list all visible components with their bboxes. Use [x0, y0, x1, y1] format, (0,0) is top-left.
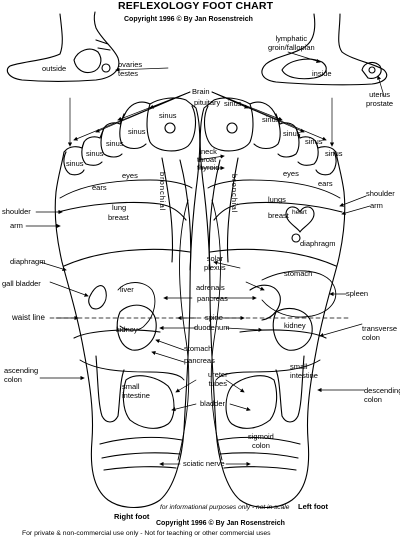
scale-note: for informational purposes only - not in… [160, 504, 290, 511]
label-shoulder-right: shoulder [2, 207, 31, 216]
label-uterus-prostate: uterus prostate [366, 90, 394, 108]
label-sinus-l1: sinus [224, 99, 242, 108]
label-ovaries-testes: ovaries testes [118, 60, 143, 78]
label-sinus-r2: sinus [128, 127, 146, 136]
label-transverse-colon: transverse colon [362, 324, 398, 342]
label-sinus-r5: sinus [66, 159, 84, 168]
copyright-bottom: Copyright 1996 © By Jan Rosenstreich [156, 520, 285, 527]
label-lungs: lungs [268, 195, 286, 204]
label-ears-left: ears [318, 179, 333, 188]
label-stomach-left: stomach [284, 269, 313, 278]
label-diaphragm-left: diaphragm [300, 239, 336, 248]
label-bronchial-left: bronchial [230, 174, 239, 214]
label-liver: liver [120, 285, 134, 294]
label-throat: throat [197, 155, 217, 164]
label-spleen: spleen [346, 289, 369, 298]
label-waist-line: waist line [12, 313, 45, 322]
label-kidney-left: kidney [284, 321, 306, 330]
copyright-top: Copyright 1996 © By Jan Rosenstreich [124, 16, 253, 23]
label-sinus-l4: sinus [305, 137, 323, 146]
label-small-intestine-right: small intestine [122, 382, 150, 400]
label-kidney-right: kidney [116, 325, 138, 334]
label-breast-left: breast [268, 211, 289, 220]
label-neck: neck [201, 147, 217, 156]
label-pituitary: pituitary [194, 98, 221, 107]
label-eyes-right: eyes [122, 171, 138, 180]
left-foot-caption: Left foot [298, 502, 328, 511]
right-foot-caption: Right foot [114, 512, 150, 521]
label-arm-left: arm [370, 201, 383, 210]
label-spine: spine [205, 313, 223, 322]
label-sinus-r3: sinus [106, 139, 124, 148]
label-bladder: bladder [200, 399, 226, 408]
label-diaphragm-right: diaphragm [10, 257, 46, 266]
label-adrenals: adrenals [196, 283, 225, 292]
label-thyroid: thyroid [197, 163, 220, 172]
right-foot-sole [54, 97, 201, 509]
label-sigmoid-colon: sigmoid colon [248, 432, 274, 450]
label-bronchial-right: bronchial [158, 172, 167, 212]
label-eyes-left: eyes [283, 169, 299, 178]
label-shoulder-left: shoulder [366, 189, 395, 198]
label-outside: outside [42, 64, 67, 73]
label-descending-colon: descending colon [364, 386, 400, 404]
side-view-inside [261, 13, 388, 86]
label-solar-plexus: solar plexus [204, 254, 226, 272]
label-ears-right: ears [92, 183, 107, 192]
chart-title: REFLEXOLOGY FOOT CHART [118, 0, 274, 12]
label-gall-bladder: gall bladder [2, 279, 41, 288]
label-duodenum: duodenum [194, 323, 230, 332]
label-brain: Brain [192, 87, 210, 96]
label-lymphatic: lymphatic groin/fallopian [268, 34, 315, 52]
label-heart: heart [292, 209, 307, 216]
label-small-intestine-left: small intestine [290, 362, 318, 380]
leader-lines [25, 51, 385, 467]
label-inside: inside [312, 69, 332, 78]
label-ureter-tubes: ureter tubes [208, 370, 228, 388]
label-sciatic-nerve: sciatic nerve [183, 459, 225, 468]
label-breast-right: breast [108, 213, 129, 222]
label-sinus-r4: sinus [86, 149, 104, 158]
label-sinus-l2: sinus [262, 115, 280, 124]
label-sinus-l5: sinus [325, 149, 343, 158]
label-ascending-colon: ascending colon [4, 366, 39, 384]
label-stomach-right: stomach [184, 344, 213, 353]
side-view-outside [6, 11, 120, 83]
label-arm-right: arm [10, 221, 23, 230]
label-pancreas-lower: pancreas [184, 356, 215, 365]
label-sinus-r1: sinus [159, 111, 177, 120]
label-lung: lung [112, 203, 127, 212]
label-sinus-l3: sinus [283, 129, 301, 138]
label-pancreas-upper: pancreas [197, 294, 228, 303]
usage-note: For private & non-commercial use only - … [22, 530, 271, 537]
